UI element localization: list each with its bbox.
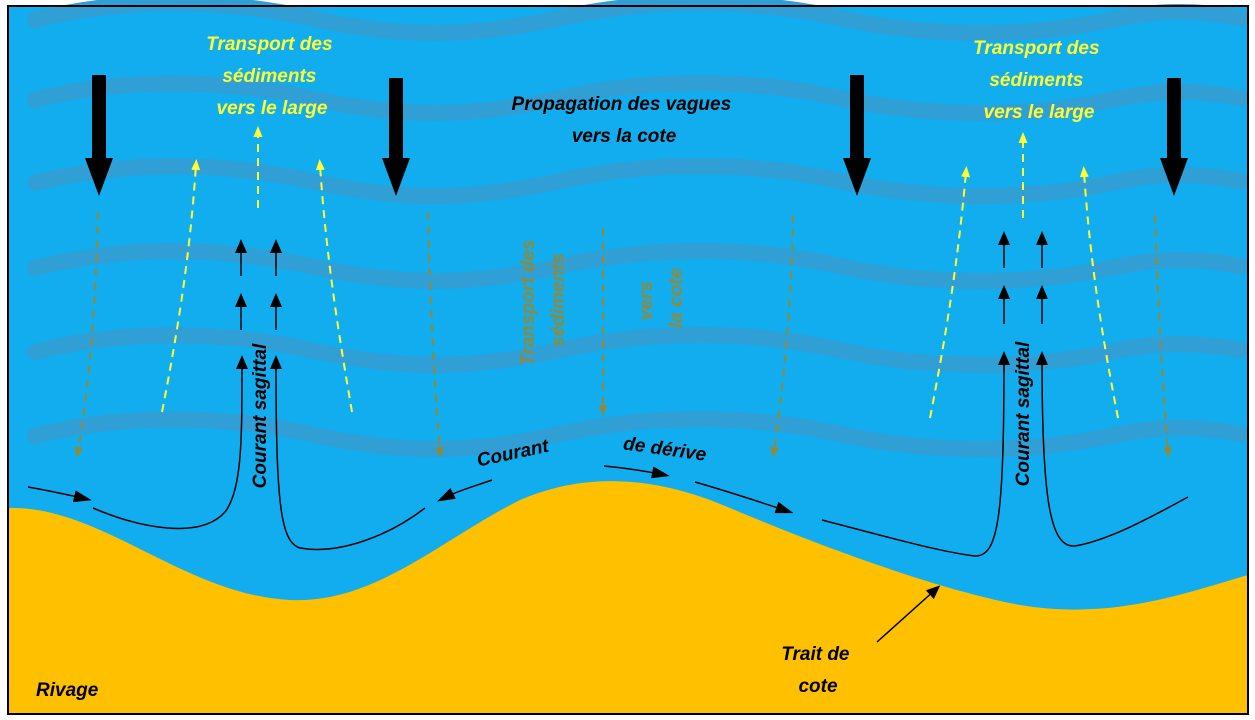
wave-band — [27, 0, 1248, 41]
propagation-line-2: vers la cote — [572, 126, 677, 147]
onshore-a-line-2: sédiments — [548, 253, 569, 347]
wave-band — [27, 243, 1248, 289]
wave-band — [27, 411, 1248, 457]
rip-current-line — [821, 351, 1010, 557]
offshore-right-line-1: Transport des — [973, 38, 1099, 59]
wave-band — [27, 75, 1248, 121]
coastline-line-1: Trait de — [781, 644, 850, 665]
propagation-arrow — [382, 78, 410, 196]
onshore-arrow — [1154, 214, 1173, 458]
coastline-pointer — [876, 585, 941, 643]
offshore-transport-label-right: Transport des sédiments vers le large — [973, 38, 1105, 123]
onshore-transport-arrows — [74, 211, 1173, 458]
rip-current-line — [92, 355, 248, 530]
propagation-arrow — [85, 75, 113, 196]
propagation-label: Propagation des vagues vers la cote — [512, 94, 737, 147]
wave-band — [27, 327, 1248, 373]
offshore-right-line-2: sédiments — [989, 70, 1083, 91]
rip-current-line — [1036, 351, 1189, 547]
wave-propagation-arrows — [85, 75, 1188, 196]
drift-arrow — [694, 481, 794, 514]
rip-current-left — [92, 239, 426, 551]
onshore-transport-label-a: Transport des sédiments — [518, 234, 569, 366]
drift-current — [27, 465, 794, 514]
drift-arrow — [437, 479, 493, 502]
onshore-arrow — [427, 211, 445, 458]
offshore-arrow — [1079, 166, 1119, 419]
offshore-right-line-3: vers le large — [984, 102, 1095, 123]
onshore-arrow — [74, 211, 99, 458]
onshore-arrow — [770, 214, 794, 458]
onshore-transport-label-b: vers la cote — [636, 267, 687, 328]
propagation-arrow — [843, 75, 871, 196]
diagram-frame — [7, 5, 1249, 715]
rip-current-line — [270, 355, 426, 551]
offshore-left-line-1: Transport des — [206, 34, 332, 55]
offshore-transport-label-left: Transport des sédiments vers le large — [206, 34, 338, 119]
offshore-left-line-2: sédiments — [222, 66, 316, 87]
shore-area — [8, 481, 1248, 714]
offshore-arrow — [161, 159, 201, 413]
drift-arrow — [603, 465, 670, 479]
rip-current-label-right: Courant sagittal — [1013, 341, 1034, 486]
propagation-arrow — [1160, 78, 1188, 196]
onshore-a-line-1: Transport des — [518, 239, 539, 365]
drift-arrow — [27, 486, 92, 503]
wave-bands — [27, 0, 1248, 457]
onshore-b-line-1: vers — [636, 281, 657, 320]
rip-current-right — [821, 231, 1189, 557]
rip-current-label-left: Courant sagittal — [250, 343, 271, 488]
coastline-label: Trait de cote — [781, 644, 855, 697]
offshore-left-line-3: vers le large — [217, 98, 328, 119]
shore-label: Rivage — [36, 680, 99, 701]
offshore-transport-arrows — [161, 126, 1119, 419]
onshore-b-line-2: la cote — [666, 267, 687, 328]
offshore-arrow — [315, 159, 353, 413]
propagation-line-1: Propagation des vagues — [512, 94, 732, 115]
wave-band — [27, 158, 1248, 204]
offshore-arrow — [929, 166, 971, 419]
coastline-line-2: cote — [798, 676, 838, 697]
